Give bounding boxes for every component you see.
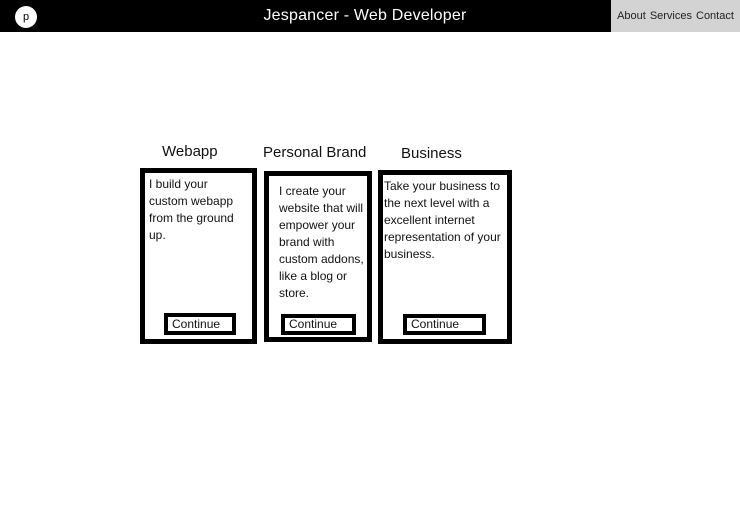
site-title: Jespancer - Web Developer <box>263 7 467 24</box>
continue-button-webapp[interactable]: Continue <box>164 313 236 335</box>
nav-contact[interactable]: Contact <box>696 10 734 22</box>
main-nav: About Services Contact <box>611 0 740 32</box>
continue-button-personal-brand[interactable]: Continue <box>281 314 356 335</box>
card-text-business: Take your business to the next level wit… <box>384 179 501 261</box>
nav-services[interactable]: Services <box>649 10 692 22</box>
card-text-webapp: I build your custom webapp from the grou… <box>149 177 234 242</box>
continue-button-business[interactable]: Continue <box>403 314 486 335</box>
card-personal-brand <box>264 171 372 342</box>
card-title-webapp: Webapp <box>162 143 218 160</box>
card-title-personal-brand: Personal Brand <box>263 144 367 161</box>
card-business <box>378 170 512 344</box>
top-bar: p Jespancer - Web Developer About Servic… <box>0 0 740 32</box>
logo-icon[interactable]: p <box>15 6 37 28</box>
card-title-business: Business <box>401 145 462 162</box>
card-text-personal-brand: I create your website that will empower … <box>279 184 364 300</box>
nav-about[interactable]: About <box>617 10 646 22</box>
